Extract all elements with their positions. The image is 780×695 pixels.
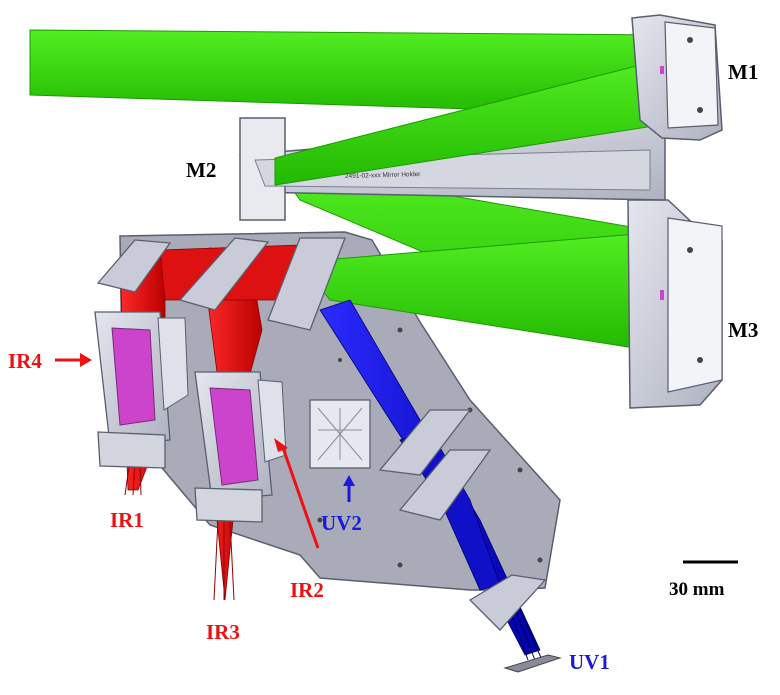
uv1-detector-plate [503, 654, 562, 673]
uv-fibre-strands [509, 609, 543, 661]
uv-mirror-mounts [378, 409, 547, 631]
label-uv1: UV1 [569, 650, 610, 674]
uv2-arrow [343, 475, 355, 502]
label-m1: M1 [728, 60, 759, 84]
ir4-arrow [55, 353, 92, 367]
m1-mirror-assembly [631, 14, 723, 141]
holder-engraving: 2491-02-xxx Mirror Holder [345, 171, 421, 180]
label-m2: M2 [186, 158, 217, 182]
ir2-detector-frame [194, 371, 287, 501]
ir-fibre-strands [124, 459, 235, 601]
label-ir4: IR4 [8, 349, 42, 373]
ir-fibre-blocks [97, 431, 263, 523]
label-ir3: IR3 [206, 620, 240, 644]
label-m3: M3 [728, 318, 759, 342]
ir2-arrow [274, 438, 320, 549]
m3-mirror-assembly [627, 199, 723, 409]
ir-mirror-mounts [96, 237, 346, 331]
scale-label: 30 mm [669, 579, 725, 600]
ir4-detector-frame [94, 311, 189, 446]
label-ir1: IR1 [110, 508, 144, 532]
uv2-window-mount [309, 399, 371, 469]
label-ir2: IR2 [290, 578, 324, 602]
label-uv2: UV2 [321, 511, 362, 535]
